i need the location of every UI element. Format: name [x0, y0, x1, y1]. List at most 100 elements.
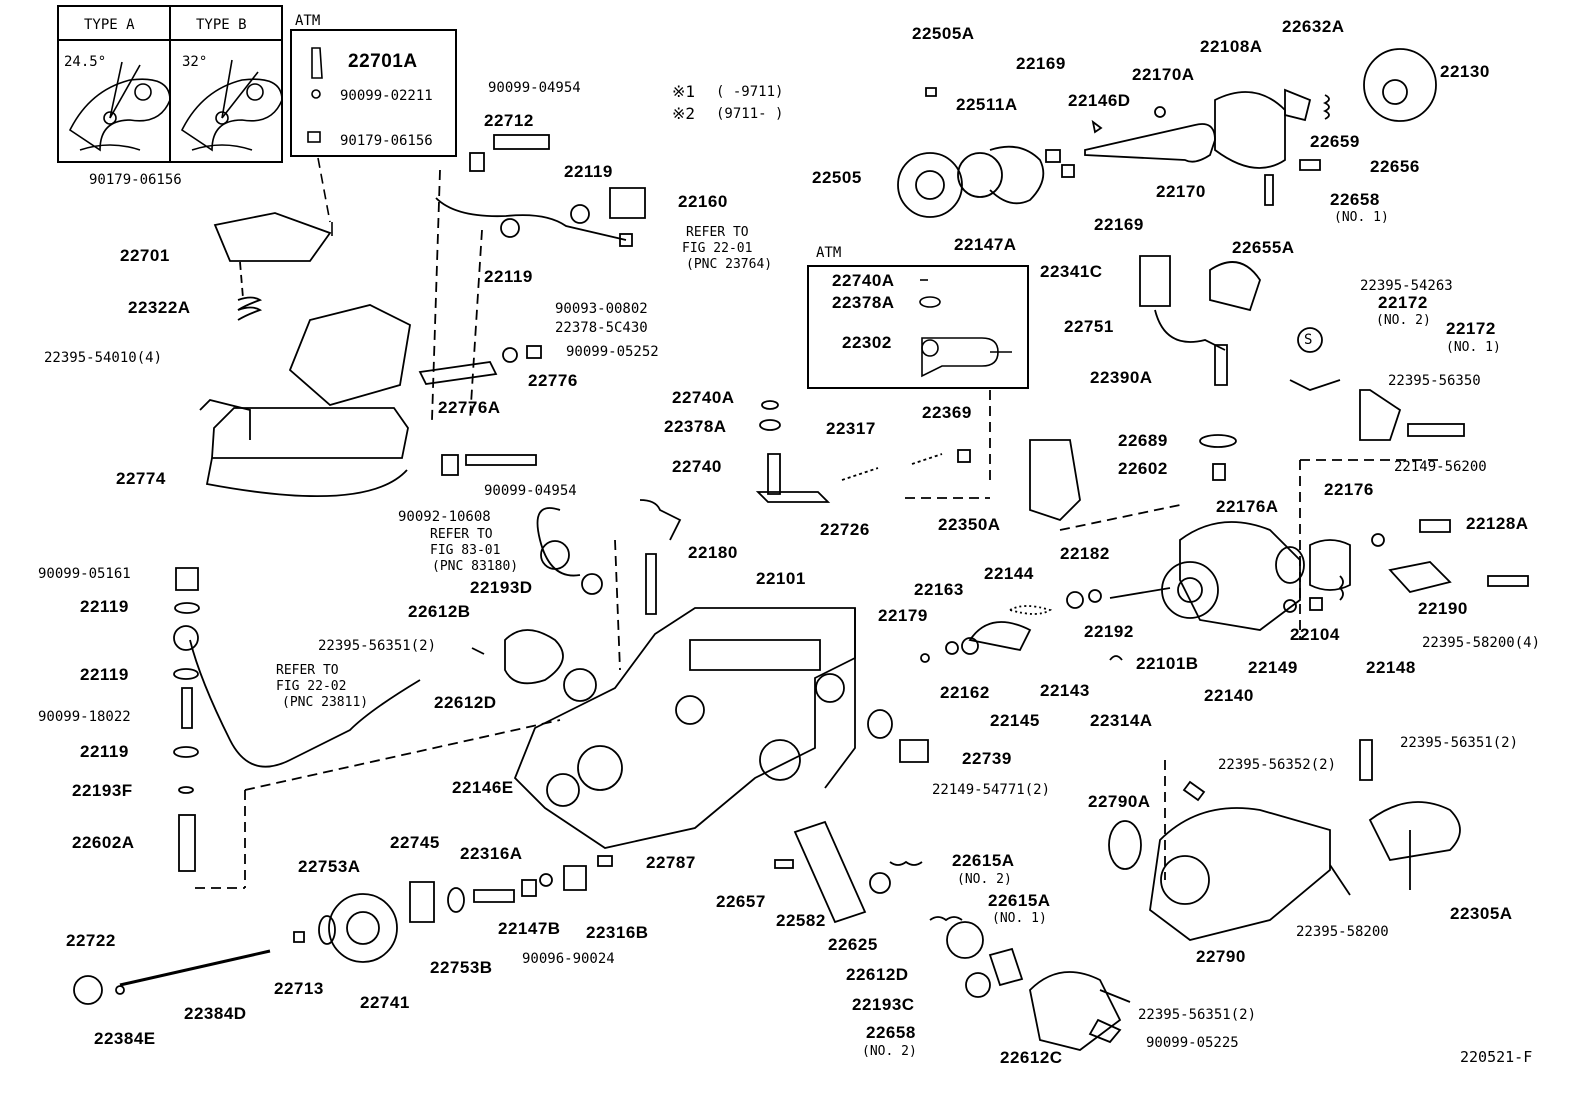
part-label: 22774: [116, 469, 166, 488]
note-no2-22615A: (NO. 2): [957, 872, 1012, 887]
part-label: 22193D: [470, 578, 533, 597]
part-label: 22741: [360, 993, 410, 1012]
part-label: 22378-5C430: [555, 320, 648, 336]
part-label: 22130: [1440, 62, 1490, 81]
part-label: 22726: [820, 520, 870, 539]
part-label: 22615A: [952, 851, 1015, 870]
part-label: 22176: [1324, 480, 1374, 499]
part-label: 22659: [1310, 132, 1360, 151]
refer-to-1: REFER TO: [686, 225, 749, 240]
part-label: 22350A: [938, 515, 1001, 534]
legend-range2: (9711- ): [716, 106, 784, 122]
part-label: 22701: [120, 246, 170, 265]
part-label: 22316B: [586, 923, 649, 942]
part-label: 22751: [1064, 317, 1114, 336]
part-label: 22655A: [1232, 238, 1295, 257]
part-label: 22176A: [1216, 497, 1279, 516]
part-label: 22612B: [408, 602, 471, 621]
part-label: 22317: [826, 419, 876, 438]
part-label: 22170: [1156, 182, 1206, 201]
part-label: 90099-02211: [340, 88, 433, 104]
part-label: 22302: [842, 333, 892, 352]
part-label: 22615A: [988, 891, 1051, 910]
part-label: 22740A: [672, 388, 735, 407]
part-label: 22104: [1290, 625, 1340, 644]
atm-box-title: ATM: [816, 245, 842, 261]
part-label: 22657: [716, 892, 766, 911]
part-label: 90099-05225: [1146, 1035, 1239, 1051]
legend-range1: ( -9711): [716, 84, 784, 100]
part-label: 22147A: [954, 235, 1017, 254]
part-label: 22172: [1446, 319, 1496, 338]
part-label: 90099-04954: [488, 80, 581, 96]
part-label: 22190: [1418, 599, 1468, 618]
refer-to-2-pnc: (PNC 83180): [432, 559, 519, 574]
part-label: 90179-06156: [340, 133, 433, 149]
part-label: 90099-04954: [484, 483, 577, 499]
part-label: 22745: [390, 833, 440, 852]
note-no1-22658: (NO. 1): [1334, 210, 1389, 225]
part-label: 22395-58200: [1296, 924, 1389, 940]
legend-mark2: ※2: [672, 104, 696, 123]
part-label: 22395-58200(4): [1422, 635, 1541, 651]
part-label: 22180: [688, 543, 738, 562]
part-label: 22341C: [1040, 262, 1103, 281]
part-label: 22689: [1118, 431, 1168, 450]
part-label: 22602: [1118, 459, 1168, 478]
inset-type-a: TYPE A: [84, 17, 135, 33]
part-label: 22625: [828, 935, 878, 954]
part-label: 22656: [1370, 157, 1420, 176]
part-label: 22316A: [460, 844, 523, 863]
part-label: 22722: [66, 931, 116, 950]
refer-to-1-pnc: (PNC 23764): [686, 257, 773, 272]
note-no1-22615A: (NO. 1): [992, 911, 1047, 926]
part-label: 22148: [1366, 658, 1416, 677]
part-label: 22395-56350: [1388, 373, 1481, 389]
part-label: 22149-54771(2): [932, 782, 1051, 798]
part-label: 22378A: [832, 293, 895, 312]
part-label: 22193F: [72, 781, 133, 800]
part-label: 22740A: [832, 271, 895, 290]
part-label: 22612D: [846, 965, 909, 984]
part-label: 22395-56351(2): [318, 638, 437, 654]
part-label: 22790A: [1088, 792, 1151, 811]
refer-to-3-pnc: (PNC 23811): [282, 695, 369, 710]
refer-to-3-fig: FIG 22-02: [276, 679, 347, 694]
part-label: 22322A: [128, 298, 191, 317]
part-label: 22713: [274, 979, 324, 998]
part-label: 22179: [878, 606, 928, 625]
part-label: 90099-18022: [38, 709, 131, 725]
part-label: 22395-54010(4): [44, 350, 163, 366]
part-label: 22149: [1248, 658, 1298, 677]
part-label: 22505A: [912, 24, 975, 43]
part-label: 22108A: [1200, 37, 1263, 56]
part-label: 22505: [812, 168, 862, 187]
part-label: 22384E: [94, 1029, 156, 1048]
part-label: 90179-06156: [89, 172, 182, 188]
part-label: 22314A: [1090, 711, 1153, 730]
part-label: 22753A: [298, 857, 361, 876]
part-label: 22612C: [1000, 1048, 1063, 1067]
inset-angle-b: 32°: [182, 54, 208, 70]
part-label: 22701A: [348, 51, 418, 72]
part-label: 22140: [1204, 686, 1254, 705]
part-label: 22305A: [1450, 904, 1513, 923]
note-no1-22172: (NO. 1): [1446, 340, 1501, 355]
part-label: 22384D: [184, 1004, 247, 1023]
part-label: 90099-05161: [38, 566, 131, 582]
part-label: 22776: [528, 371, 578, 390]
legend-mark1: ※1: [672, 82, 696, 101]
part-label: 22582: [776, 911, 826, 930]
refer-to-3: REFER TO: [276, 663, 339, 678]
part-label: 22101: [756, 569, 806, 588]
part-label: 22163: [914, 580, 964, 599]
part-label: 22172: [1378, 293, 1428, 312]
part-label: 22395-56352(2): [1218, 757, 1337, 773]
part-label: 22170A: [1132, 65, 1195, 84]
part-label: 22149-56200: [1394, 459, 1487, 475]
part-label: 22395-54263: [1360, 278, 1453, 294]
part-label: 22160: [678, 192, 728, 211]
part-label: 90093-00802: [555, 301, 648, 317]
part-label: 22119: [484, 267, 533, 286]
refer-to-2: REFER TO: [430, 527, 493, 542]
